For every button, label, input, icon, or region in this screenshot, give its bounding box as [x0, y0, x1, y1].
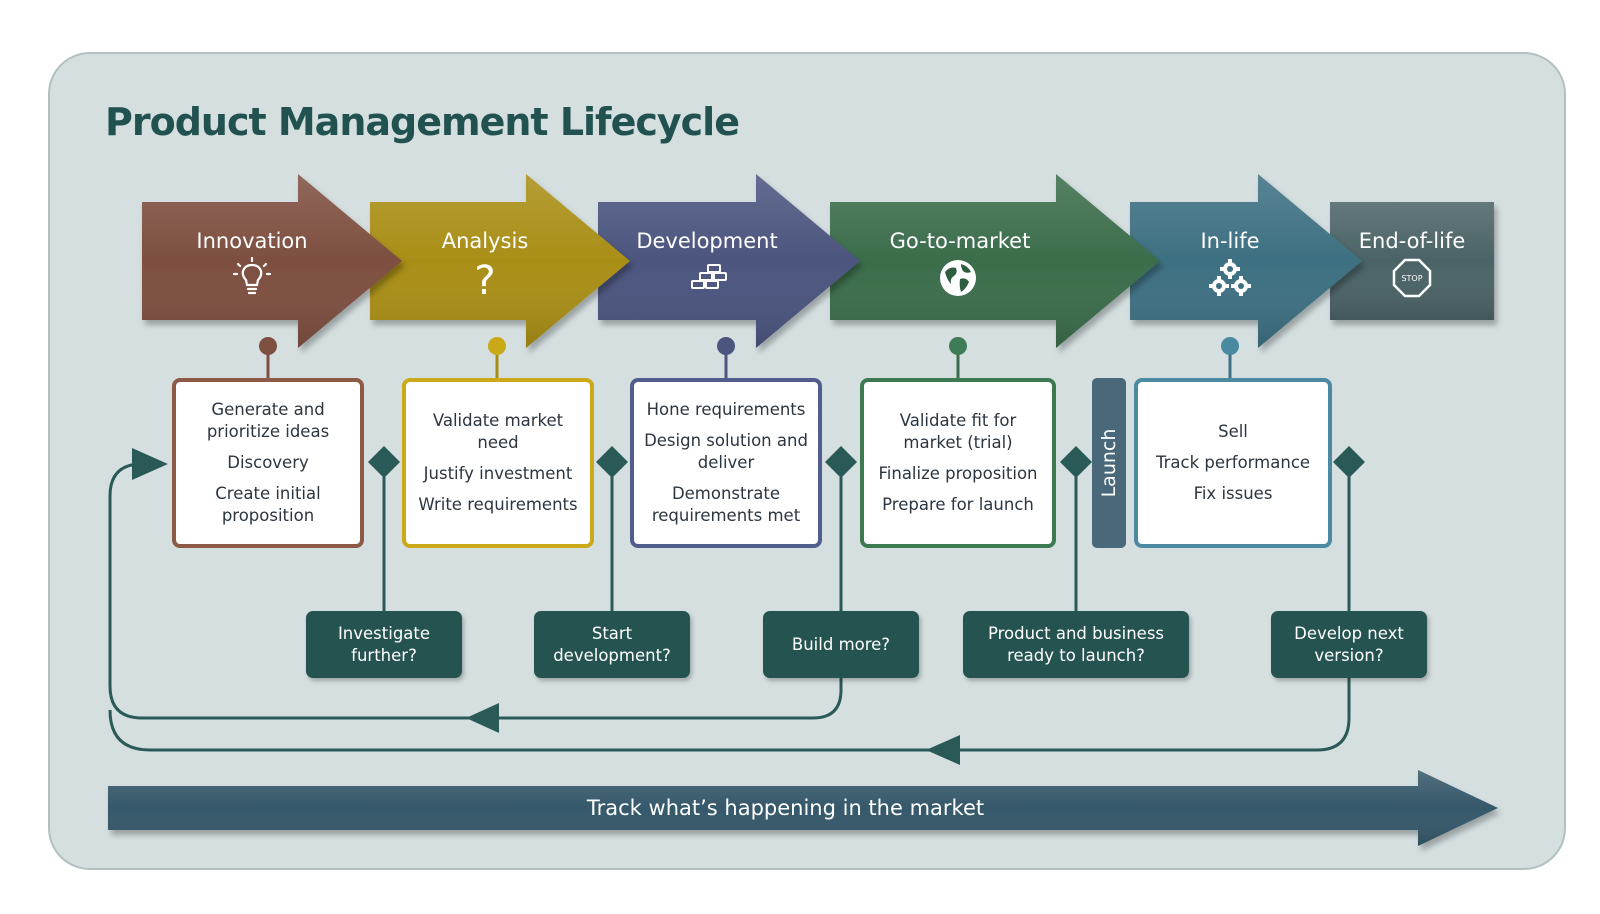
stage-arrow-in-life [1130, 174, 1362, 348]
stage-label-innovation: Innovation [196, 229, 308, 253]
stage-box-go-to-market: Validate fit for market (trial) Finalize… [860, 378, 1056, 548]
stage-connectors [259, 337, 1239, 378]
market-bar-label: Track what’s happening in the market [586, 796, 985, 820]
decision-ready-to-launch: Product and business ready to launch? [963, 611, 1189, 678]
decision-stems [382, 462, 1351, 612]
stage-label-in-life: In-life [1200, 229, 1260, 253]
decision-diamonds [368, 446, 1365, 478]
stage-label-analysis: Analysis [441, 229, 529, 253]
stage-box-development: Hone requirements Design solution and de… [630, 378, 822, 548]
list-item: Demonstrate requirements met [651, 484, 801, 525]
stage-box-analysis: Validate market need Justify investment … [402, 378, 594, 548]
decision-start-development: Start development? [534, 611, 690, 678]
stage-label-end-of-life: End-of-life [1358, 229, 1466, 253]
stage-arrow-development [598, 174, 860, 348]
stage-box-innovation: Generate and prioritize ideas Discovery … [172, 378, 364, 548]
launch-tab [1092, 378, 1126, 548]
decision-investigate-further: Investigate further? [306, 611, 462, 678]
svg-text:?: ? [474, 258, 495, 300]
stage-arrow-analysis [370, 174, 630, 348]
list-item: Discovery [227, 453, 309, 472]
list-item: Validate market need [432, 411, 564, 452]
stage-label-development: Development [636, 229, 778, 253]
stop-sign-text: STOP [1401, 274, 1422, 283]
loop-entry-arrowhead [132, 448, 168, 480]
stage-arrow-innovation [142, 174, 402, 348]
list-item: Write requirements [418, 495, 578, 514]
feedback-loop-build-more [108, 462, 843, 733]
gears-icon [1209, 259, 1251, 296]
list-item: Hone requirements [646, 400, 806, 419]
list-item: Finalize proposition [878, 464, 1038, 483]
stage-arrow-go-to-market [830, 174, 1160, 348]
list-item: Track performance [1155, 453, 1311, 472]
list-item: Justify investment [423, 464, 573, 483]
feedback-loop-next-version [108, 677, 1351, 765]
question-mark-icon: ? [474, 258, 495, 300]
list-item: Create initial proposition [215, 484, 321, 525]
decision-develop-next-version: Develop next version? [1271, 611, 1427, 678]
launch-label: Launch [1098, 428, 1120, 498]
list-item: Fix issues [1193, 484, 1273, 503]
list-item: Design solution and deliver [644, 431, 808, 472]
stage-label-go-to-market: Go-to-market [889, 229, 1031, 253]
decision-build-more: Build more? [763, 611, 919, 678]
stage-box-in-life: Sell Track performance Fix issues [1134, 378, 1332, 548]
diagram-title: Product Management Lifecycle [105, 100, 740, 144]
market-tracking-bar [108, 770, 1498, 846]
list-item: Sell [1218, 422, 1248, 441]
bricks-icon [691, 264, 727, 289]
list-item: Validate fit for market (trial) [899, 411, 1017, 452]
globe-icon [940, 260, 976, 296]
list-item: Prepare for launch [882, 495, 1034, 514]
list-item: Generate and prioritize ideas [206, 400, 330, 441]
stop-sign-icon: STOP [1392, 258, 1432, 298]
lightbulb-icon [232, 256, 272, 295]
